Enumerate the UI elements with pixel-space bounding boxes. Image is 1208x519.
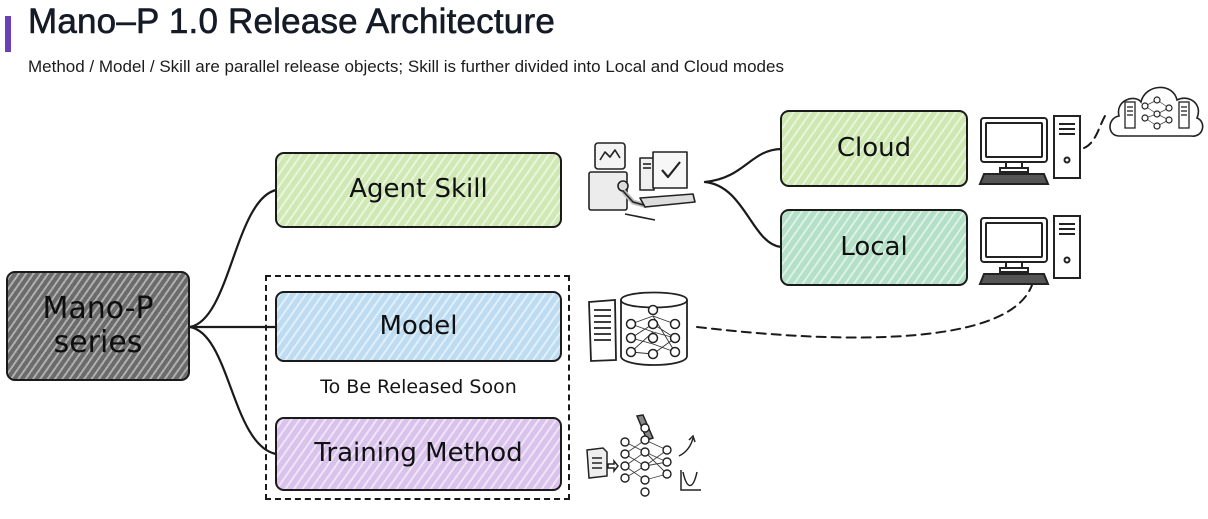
robot-computer-icon: [588, 142, 696, 221]
node-cloud-label: Cloud: [836, 132, 912, 163]
root-label-line1: Mano-P: [42, 291, 154, 327]
node-model-label: Model: [379, 310, 458, 341]
connector-skill-to-local: [703, 180, 783, 249]
node-cloud: Cloud: [780, 110, 968, 187]
node-training-method-label: Training Method: [314, 438, 523, 469]
connector-cloud-computer-to-cloud: [1083, 111, 1109, 149]
title-accent-bar: [5, 16, 11, 52]
page-subtitle: Method / Model / Skill are parallel rele…: [28, 57, 784, 76]
desktop-computer-icon: [978, 115, 1081, 185]
pending-release-group: [265, 275, 570, 500]
connector-model-to-local-computer: [696, 284, 1033, 339]
root-label-line2: series: [53, 325, 143, 360]
desktop-computer-icon: [978, 215, 1081, 285]
node-training-method: Training Method: [275, 417, 562, 491]
connector-root-to-training: [188, 325, 278, 456]
node-agent-skill: Agent Skill: [275, 152, 562, 228]
node-agent-skill-label: Agent Skill: [349, 174, 488, 205]
page-title: Mano–P 1.0 Release Architecture: [28, 2, 555, 42]
neural-network-training-icon: [586, 414, 701, 497]
pending-release-note: To Be Released Soon: [320, 376, 517, 398]
connector-root-to-skill: [188, 188, 278, 329]
node-model: Model: [275, 291, 562, 362]
neural-network-database-icon: [588, 291, 688, 366]
connector-skill-to-cloud: [703, 147, 783, 184]
node-local-label: Local: [840, 231, 908, 262]
node-local: Local: [780, 209, 968, 286]
cloud-neural-server-icon: [1109, 86, 1204, 137]
